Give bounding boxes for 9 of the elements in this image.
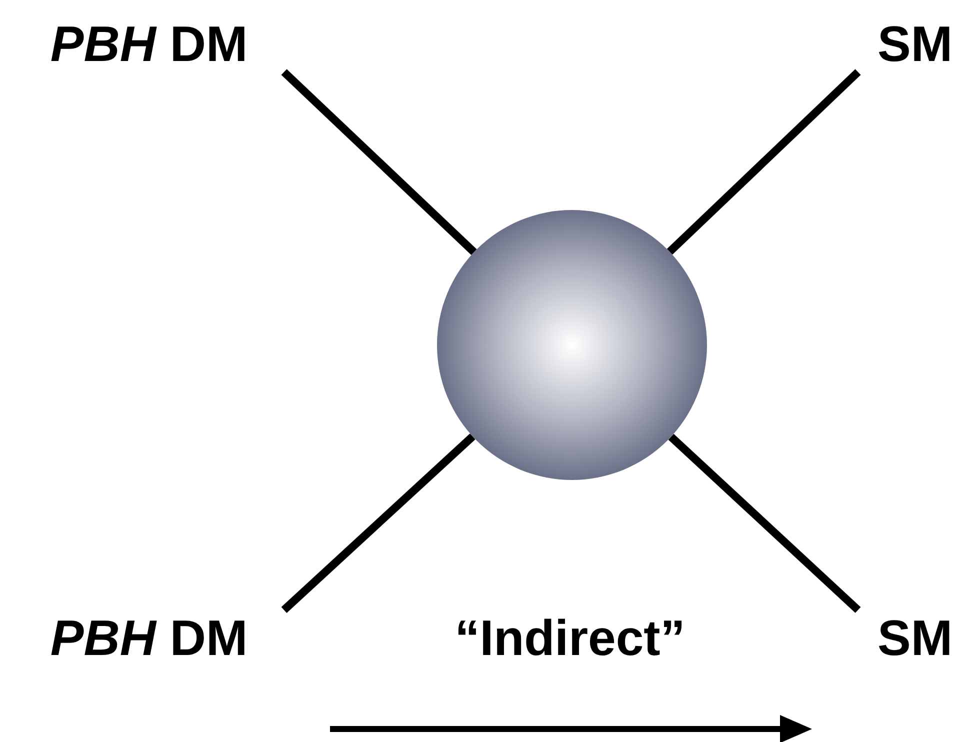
line — [668, 434, 861, 613]
line — [281, 433, 476, 613]
particle-label: SM — [878, 19, 952, 69]
process-label: “Indirect” — [454, 613, 686, 663]
line — [666, 69, 861, 255]
particle-label: SM — [878, 613, 952, 663]
line — [281, 69, 477, 256]
particle-label: PBH DM — [50, 19, 248, 69]
particle-label: PBH DM — [50, 613, 248, 663]
